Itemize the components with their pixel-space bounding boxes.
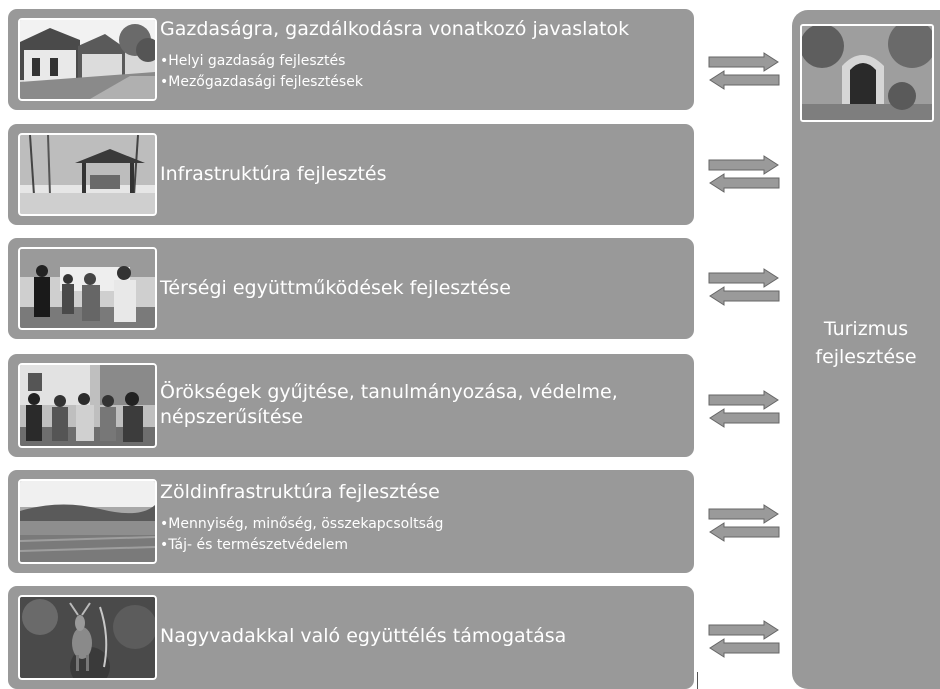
bidirectional-arrows-icon bbox=[708, 390, 780, 428]
side-panel-title-line: fejlesztése bbox=[815, 346, 917, 368]
side-panel-title: Turizmus fejlesztése bbox=[792, 315, 940, 371]
diagram-row-infrastructure: Infrastruktúra fejlesztés bbox=[8, 124, 694, 225]
row-title: Térségi együttműködések fejlesztése bbox=[160, 277, 511, 299]
diagram-row-economy: Gazdaságra, gazdálkodásra vonatkozó java… bbox=[8, 9, 694, 110]
bullet-item: •Mezőgazdasági fejlesztések bbox=[160, 74, 363, 90]
row-title: Nagyvadakkal való együttélés támogatása bbox=[160, 625, 567, 647]
diagram-row-cooperation: Térségi együttműködések fejlesztése bbox=[8, 238, 694, 339]
diagram-row-heritage: Örökségek gyűjtése, tanulmányozása, véde… bbox=[8, 354, 694, 457]
cellar-entrance-photo bbox=[800, 24, 934, 122]
divider bbox=[697, 672, 698, 689]
row-title-line: népszerűsítése bbox=[160, 406, 304, 428]
tourism-side-panel: Turizmus fejlesztése bbox=[792, 10, 940, 689]
side-panel-title-line: Turizmus bbox=[823, 318, 909, 340]
village-houses-photo bbox=[18, 18, 157, 101]
bidirectional-arrows-icon bbox=[708, 52, 780, 90]
bidirectional-arrows-icon bbox=[708, 504, 780, 542]
bidirectional-arrows-icon bbox=[708, 620, 780, 658]
group-of-people-photo bbox=[18, 247, 157, 330]
row-bullet-list: •Mennyiség, minőség, összekapcsoltság •T… bbox=[160, 514, 443, 556]
row-title: Zöldinfrastruktúra fejlesztése bbox=[160, 481, 440, 503]
diagram-row-wildlife: Nagyvadakkal való együttélés támogatása bbox=[8, 586, 694, 689]
row-bullet-list: •Helyi gazdaság fejlesztés •Mezőgazdaság… bbox=[160, 51, 363, 93]
bullet-item: •Helyi gazdaság fejlesztés bbox=[160, 53, 346, 69]
diagram-row-green-infrastructure: Zöldinfrastruktúra fejlesztése •Mennyisé… bbox=[8, 470, 694, 573]
bullet-item: •Mennyiség, minőség, összekapcsoltság bbox=[160, 516, 444, 532]
landscape-photo bbox=[18, 479, 157, 564]
forest-shelter-photo bbox=[18, 133, 157, 216]
deer-in-forest-photo bbox=[18, 595, 157, 680]
row-title: Gazdaságra, gazdálkodásra vonatkozó java… bbox=[160, 18, 630, 40]
bidirectional-arrows-icon bbox=[708, 155, 780, 193]
row-title-line: Örökségek gyűjtése, tanulmányozása, véde… bbox=[160, 381, 618, 403]
row-title: Örökségek gyűjtése, tanulmányozása, véde… bbox=[160, 380, 618, 430]
heritage-visitors-photo bbox=[18, 363, 157, 448]
bullet-item: •Táj- és természetvédelem bbox=[160, 537, 348, 553]
row-title: Infrastruktúra fejlesztés bbox=[160, 163, 387, 185]
bidirectional-arrows-icon bbox=[708, 268, 780, 306]
